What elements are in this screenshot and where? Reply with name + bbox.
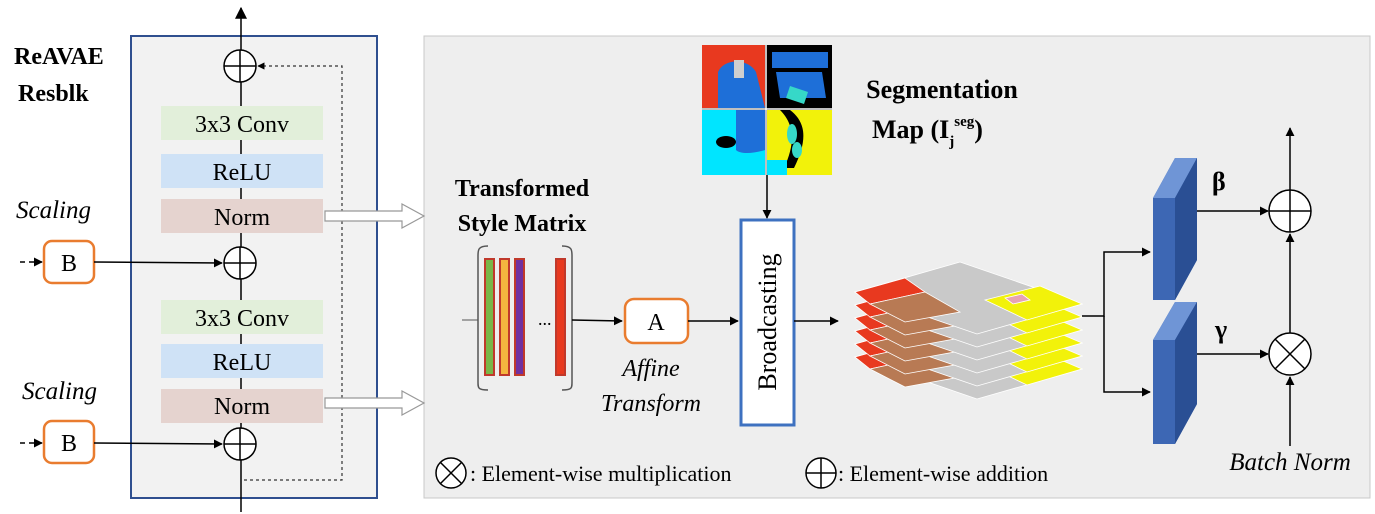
b-label-2: B <box>61 431 77 457</box>
add-op-right-icon <box>1268 189 1312 233</box>
b-label-1: B <box>61 251 77 277</box>
relu-layer-1 <box>161 154 323 188</box>
legend-mult-text: : Element-wise multiplication <box>470 461 732 486</box>
mult-op-right-icon <box>1268 332 1312 376</box>
add-op-bottom-icon <box>223 427 257 461</box>
style-vector-red <box>555 258 566 376</box>
beta-label: β <box>1212 167 1226 196</box>
b2-output-arrow <box>93 439 223 449</box>
scaling-label-1: Scaling <box>16 197 91 224</box>
seg-title-line2: Map (Ijseg) <box>872 114 983 150</box>
stack-to-beta-arrow <box>1082 247 1151 317</box>
conv-label-2: 3x3 Conv <box>195 306 289 332</box>
style-vector-yellow <box>499 258 510 376</box>
seg-title-line1: Segmentation <box>866 75 1018 104</box>
style-vector-green <box>484 258 495 376</box>
scaling-label-2: Scaling <box>22 378 97 405</box>
style-matrix-title-line1: Transformed <box>455 176 590 202</box>
norm-label-2: Norm <box>214 394 270 420</box>
conv-layer-1 <box>161 106 323 140</box>
add-op-mid-icon <box>223 246 257 280</box>
style-ellipsis: ... <box>538 309 552 329</box>
broadcasting-box <box>739 218 796 427</box>
conv-label-1: 3x3 Conv <box>195 112 289 138</box>
norm-to-main-arrow-1 <box>324 202 426 230</box>
batch-norm-label: Batch Norm <box>1229 449 1351 476</box>
style-matrix-title-line2: Style Matrix <box>458 211 587 237</box>
beta-conv-block <box>1153 158 1197 300</box>
segmentation-map-image <box>702 45 832 175</box>
relu-label-1: ReLU <box>213 160 272 186</box>
norm-to-main-arrow-2 <box>324 389 426 417</box>
legend-add-text: : Element-wise addition <box>838 461 1048 486</box>
b-box-2 <box>42 419 96 465</box>
conv-layer-2 <box>161 300 323 334</box>
broadcasting-label: Broadcasting <box>753 253 782 390</box>
legend: : Element-wise multiplication : Element-… <box>435 457 1048 489</box>
norm-layer-2 <box>161 389 323 423</box>
norm-label-1: Norm <box>214 205 270 231</box>
resblk-title-line1: ReAVAE <box>14 44 104 70</box>
legend-add-icon <box>805 457 837 489</box>
norm-layer-1 <box>161 199 323 233</box>
resblk-panel: ReAVAE Resblk 3x3 Conv ReLU Norm 3x3 Con… <box>14 6 378 512</box>
add-op-top-icon <box>223 49 257 83</box>
stack-to-gamma-arrow <box>1103 316 1151 397</box>
style-vector-purple <box>514 258 525 376</box>
style-matrix: ... <box>462 245 573 391</box>
resblk-title-line2: Resblk <box>18 81 89 107</box>
gamma-conv-block <box>1153 302 1197 444</box>
affine-label-line2: Transform <box>601 391 701 417</box>
skip-connection <box>244 62 343 481</box>
broadcast-feature-stack <box>853 261 1084 400</box>
gamma-label: γ <box>1214 315 1227 344</box>
broadcast-layer <box>853 261 1084 335</box>
relu-label-2: ReLU <box>213 350 272 376</box>
affine-label-line1: Affine <box>620 356 680 382</box>
relu-layer-2 <box>161 344 323 378</box>
matrix-to-affine-arrow <box>571 316 623 326</box>
legend-mult-icon <box>435 457 467 489</box>
b1-output-arrow <box>93 258 223 268</box>
affine-box-label: A <box>647 310 665 336</box>
main-panel <box>423 35 1371 499</box>
